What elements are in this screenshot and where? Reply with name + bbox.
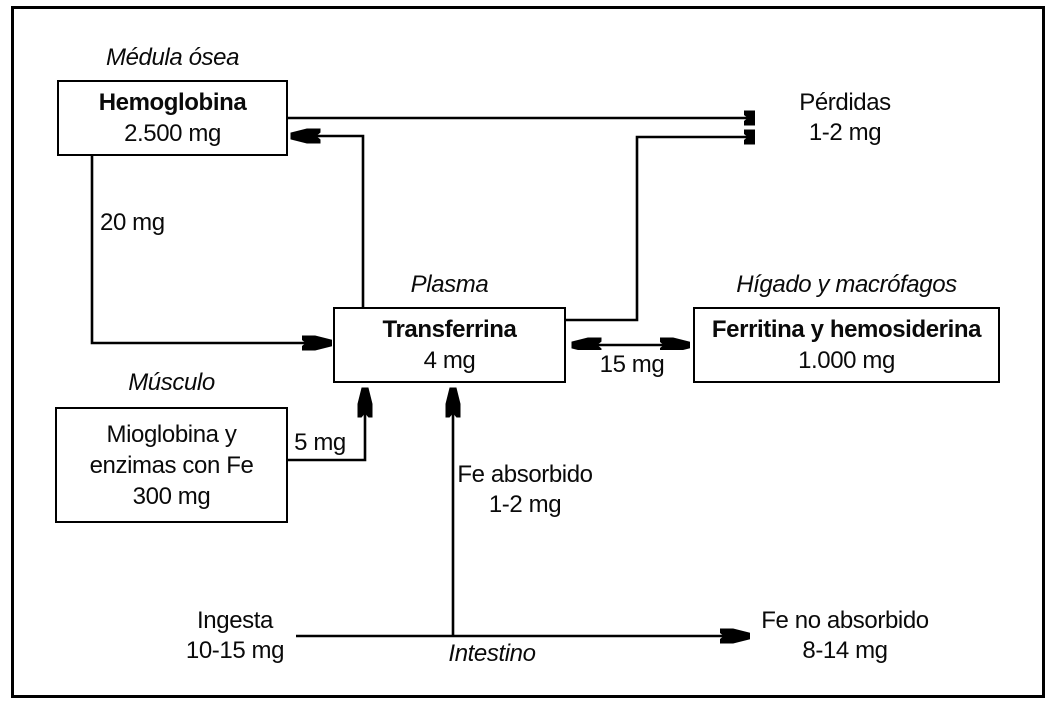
label-fe-no-absorbido: Fe no absorbido 8-14 mg [755, 606, 935, 666]
box-mioglobina-amount: 300 mg [132, 482, 211, 510]
box-ferritina-amount: 1.000 mg [798, 347, 895, 374]
label-20mg: 20 mg [100, 208, 165, 238]
label-perdidas-amount: 1-2 mg [808, 119, 882, 146]
arrow-mioglobina-to-transferrina-5mg [288, 389, 365, 462]
box-hemoglobina-amount: 2.500 mg [124, 120, 221, 147]
box-hemoglobina: Hemoglobina 2.500 mg [57, 80, 288, 156]
box-ferritina-title: Ferritina y hemosiderina [711, 316, 982, 343]
label-ingesta-text: Ingesta [197, 607, 273, 634]
label-fe-absorbido-text: Fe absorbido [457, 461, 593, 488]
label-perdidas-text: Pérdidas [799, 89, 891, 116]
label-fe-absorbido: Fe absorbido 1-2 mg [435, 460, 615, 520]
arrow-transferrina-to-hemoglobina [292, 136, 365, 307]
region-label-higado-y-macrofagos: Hígado y macrófagos [736, 271, 957, 298]
label-fe-no-absorbido-amount: 8-14 mg [802, 637, 888, 664]
label-ingesta: Ingesta 10-15 mg [155, 606, 315, 666]
region-label-plasma: Plasma [410, 271, 489, 298]
arrow-transferrina-to-perdidas [566, 137, 772, 322]
box-ferritina-hemosiderina: Ferritina y hemosiderina 1.000 mg [693, 307, 1000, 383]
figure-border [11, 6, 1045, 698]
label-ingesta-amount: 10-15 mg [185, 637, 285, 664]
label-fe-absorbido-amount: 1-2 mg [488, 491, 562, 518]
label-perdidas: Pérdidas 1-2 mg [755, 88, 935, 148]
label-fe-no-absorbido-text: Fe no absorbido [761, 607, 929, 634]
box-mioglobina: Mioglobina y enzimas con Fe 300 mg [55, 407, 288, 523]
box-transferrina-amount: 4 mg [423, 347, 476, 374]
region-label-musculo: Músculo [128, 369, 215, 396]
box-transferrina-title: Transferrina [382, 316, 517, 343]
box-transferrina: Transferrina 4 mg [333, 307, 566, 383]
label-5mg: 5 mg [290, 428, 350, 458]
box-hemoglobina-title: Hemoglobina [98, 89, 247, 116]
label-15mg: 15 mg [572, 350, 692, 380]
region-label-medula-osea: Médula ósea [105, 44, 240, 71]
region-label-intestino: Intestino [448, 640, 536, 667]
arrow-hemoglobina-to-transferrina-20mg [90, 156, 330, 343]
box-mioglobina-title-line1: Mioglobina y [106, 420, 237, 448]
box-mioglobina-title-line2: enzimas con Fe [89, 451, 254, 479]
